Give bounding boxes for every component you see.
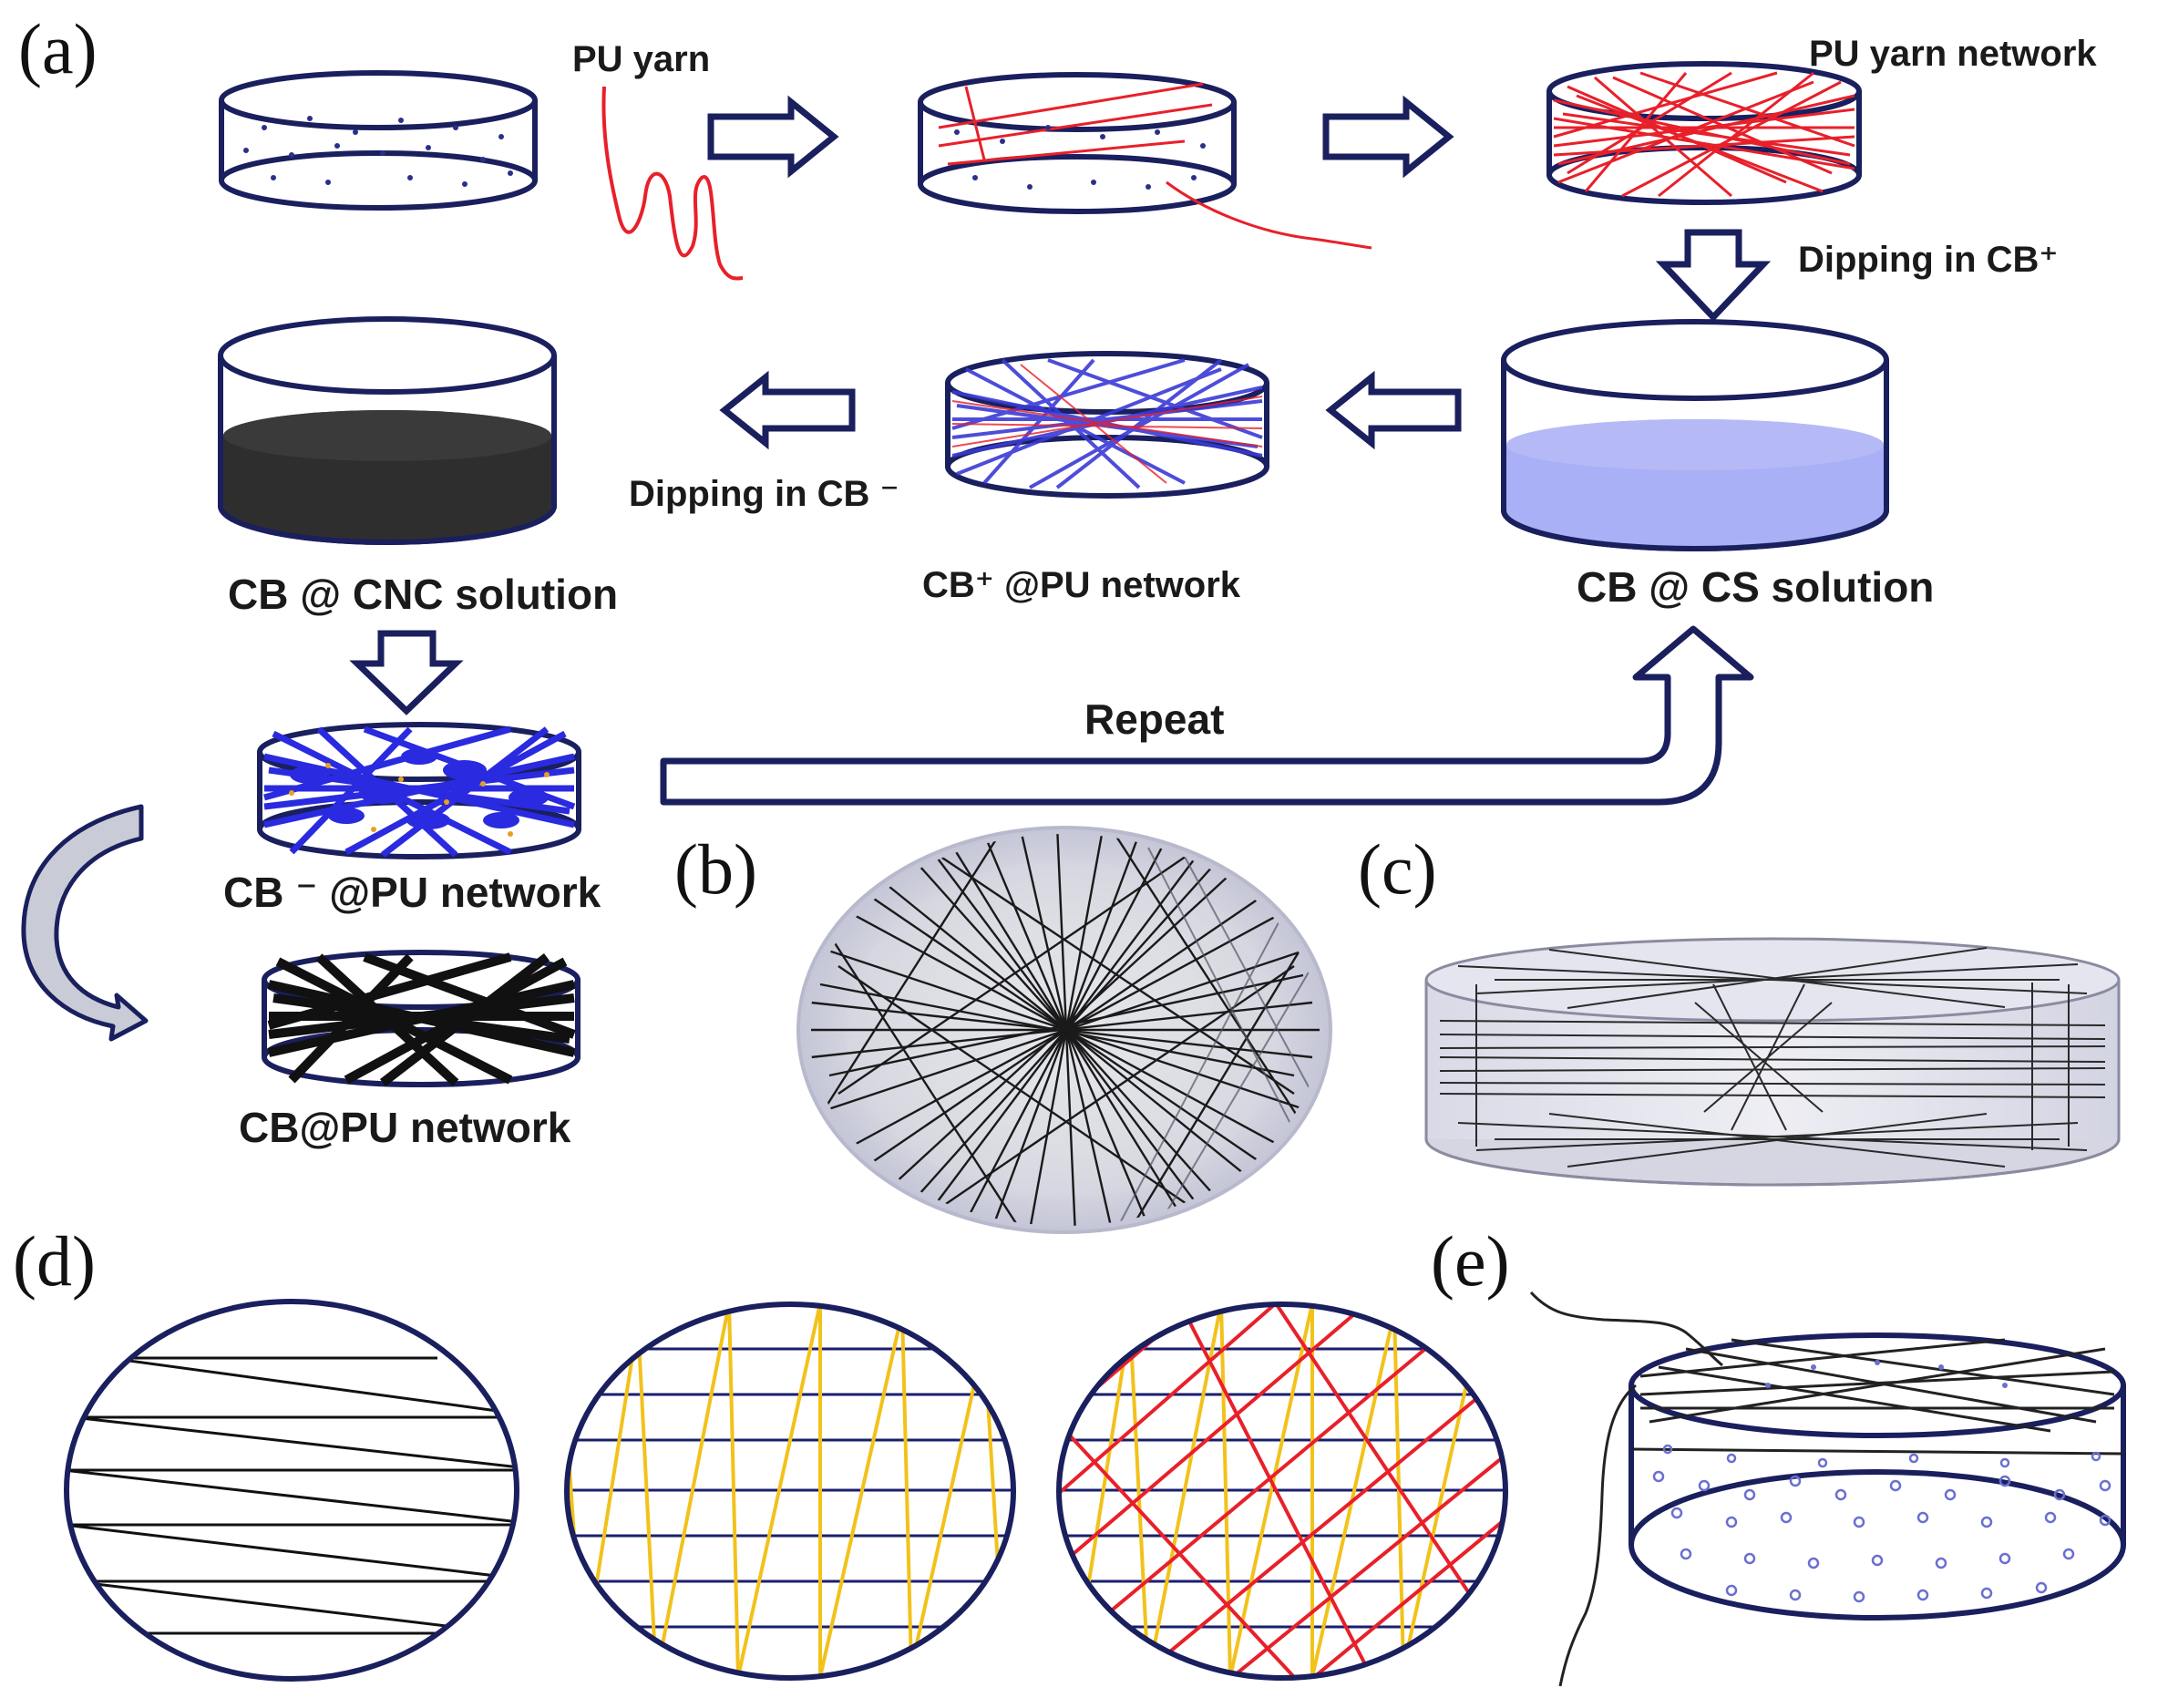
label-pu-yarn: PU yarn (572, 39, 710, 79)
panel-b-top-view-render (796, 826, 1332, 1234)
cb-cnc-solution-container (218, 316, 557, 545)
panel-d-weave-step-2 (564, 1302, 1016, 1681)
cb-blob-particles (290, 748, 549, 829)
panel-e-pin-circles (1652, 1444, 2111, 1603)
label-cb-plus-pu-network: CB⁺ @PU network (922, 565, 1241, 605)
panel-label-e: (e) (1431, 1221, 1510, 1301)
repeat-arrow (660, 625, 1754, 806)
label-cb-cs-solution: CB @ CS solution (1577, 563, 1934, 611)
panel-label-d: (d) (13, 1221, 96, 1301)
curved-arrow (21, 804, 149, 1042)
mold-with-yarn (918, 72, 1372, 250)
panel-d-weave-step-1 (64, 1299, 519, 1682)
label-pu-yarn-network: PU yarn network (1809, 34, 2097, 74)
panel-e-weaving-mold (1529, 1291, 2126, 1687)
panel-c-side-view-render (1424, 937, 2121, 1187)
panel-c-yarn-lines (1439, 947, 2106, 1168)
pu-yarn-network-cylinder (1546, 61, 1862, 205)
arrow-right-1 (707, 95, 839, 179)
arrow-left-2 (1325, 370, 1462, 450)
arrow-right-2 (1322, 95, 1454, 179)
arrow-down-1 (1655, 229, 1772, 323)
label-cb-cnc-solution: CB @ CNC solution (228, 571, 618, 618)
arrow-down-2 (349, 630, 464, 715)
panel-label-a: (a) (18, 9, 98, 88)
empty-mold-cylinder (219, 70, 538, 211)
label-cb-pu-network: CB@PU network (239, 1104, 571, 1151)
panel-d-weave-step-3 (1056, 1302, 1508, 1681)
arrow-left-1 (719, 370, 856, 450)
cb-cs-solution-container (1501, 319, 1889, 551)
panel-label-c: (c) (1358, 829, 1437, 909)
panel-b-yarn-lines (809, 834, 1320, 1226)
cb-minus-pu-network-cylinder (257, 722, 581, 859)
cb-plus-pu-network-cylinder (945, 351, 1269, 499)
cb-pu-network-cylinder (262, 950, 581, 1087)
pu-yarn-strand (601, 86, 744, 281)
label-repeat: Repeat (1084, 695, 1224, 743)
label-cb-minus-pu-network: CB ⁻ @PU network (223, 869, 601, 916)
mold-pin-dots (243, 116, 513, 187)
panel-label-b: (b) (674, 829, 757, 909)
label-dipping-cb-plus: Dipping in CB⁺ (1798, 240, 2059, 280)
label-dipping-cb-minus: Dipping in CB ⁻ (629, 474, 899, 514)
